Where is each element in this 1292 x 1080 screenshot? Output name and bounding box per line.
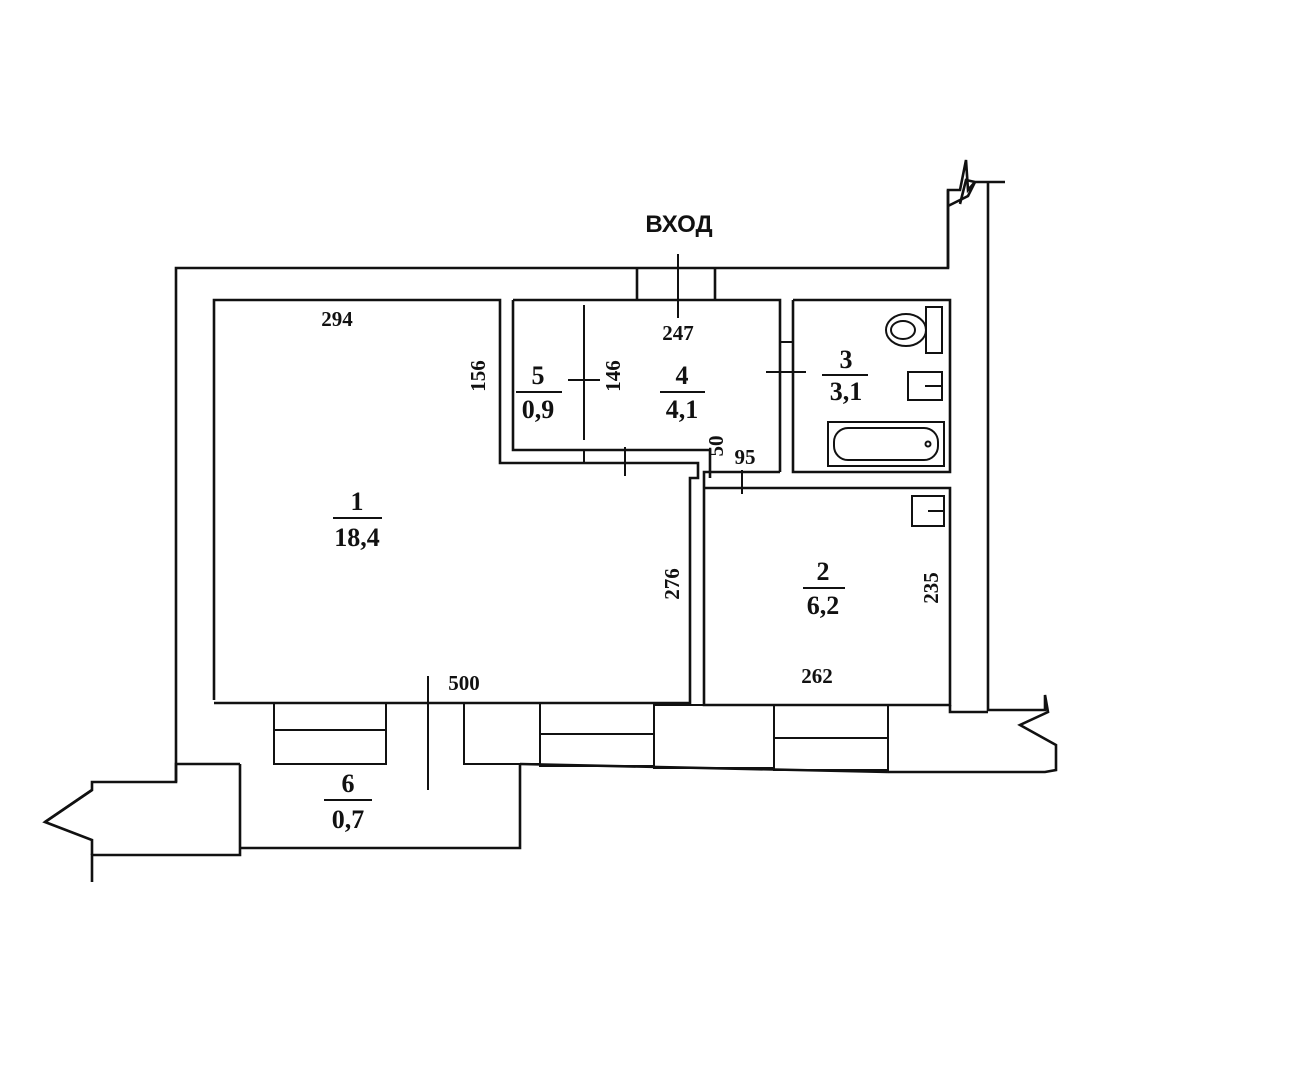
room-number: 5 xyxy=(532,361,545,390)
room-number: 3 xyxy=(840,345,853,374)
dim-room1-partition: 276 xyxy=(660,568,684,600)
room-number: 2 xyxy=(817,557,830,586)
washbasin-icon xyxy=(907,371,943,401)
outer-walls xyxy=(42,159,1058,882)
bathroom-fixtures xyxy=(827,306,945,527)
dim-room2-side: 235 xyxy=(919,572,943,604)
room-area: 6,2 xyxy=(807,591,840,620)
dim-passage-width: 95 xyxy=(735,445,756,469)
dim-room5-side: 146 xyxy=(601,360,625,392)
dim-room1-bottom: 500 xyxy=(448,671,480,695)
bathtub-icon xyxy=(827,421,945,467)
entrance-label: ВХОД xyxy=(645,211,712,238)
windows xyxy=(273,702,889,771)
room-area: 18,4 xyxy=(334,523,380,552)
room-number: 4 xyxy=(676,361,689,390)
room-label-3: 3 3,1 xyxy=(822,345,868,406)
dim-room2-bottom: 262 xyxy=(801,664,833,688)
dim-room1-side: 156 xyxy=(466,360,490,392)
room-number: 1 xyxy=(351,487,364,516)
room-label-6: 6 0,7 xyxy=(324,769,372,834)
toilet-icon xyxy=(885,306,943,354)
room-label-2: 2 6,2 xyxy=(803,557,845,620)
room-area: 4,1 xyxy=(666,395,699,424)
room-area: 3,1 xyxy=(830,377,863,406)
sink-icon xyxy=(911,495,945,527)
room-label-1: 1 18,4 xyxy=(333,487,382,552)
dimension-ticks xyxy=(427,254,806,790)
room-label-4: 4 4,1 xyxy=(660,361,705,424)
dim-hall-top: 247 xyxy=(662,321,694,345)
room-number: 6 xyxy=(342,769,355,798)
dim-passage-depth: 50 xyxy=(704,436,728,457)
dim-room1-top: 294 xyxy=(321,307,353,331)
room-label-5: 5 0,9 xyxy=(516,361,562,424)
room-area: 0,9 xyxy=(522,395,555,424)
room-area: 0,7 xyxy=(332,805,365,834)
